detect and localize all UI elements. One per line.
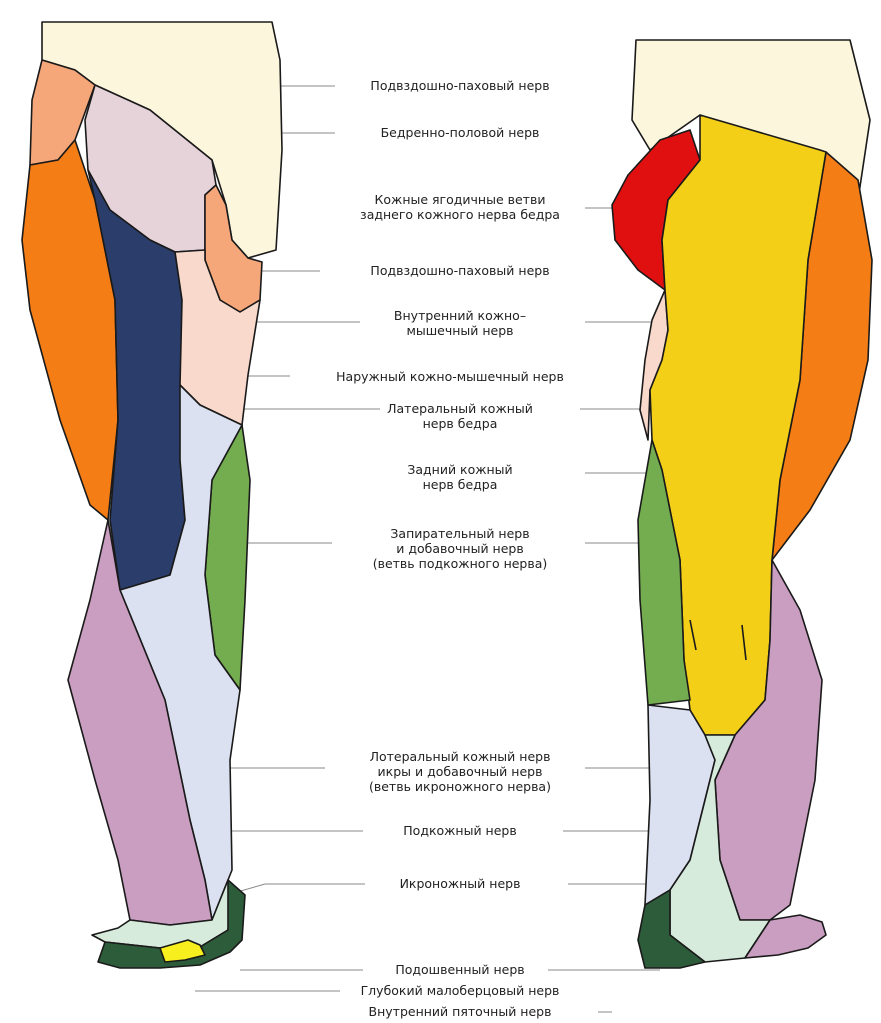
label-genitofemoral: Бедренно-половой нерв xyxy=(310,125,610,140)
label-medial-calcaneal: Внутренний пяточный нерв xyxy=(310,1004,610,1019)
label-lateral-femoral: Латеральный кожный нерв бедра xyxy=(310,401,610,431)
right-leg xyxy=(612,40,872,968)
label-deep-peroneal: Глубокий малоберцовый нерв xyxy=(310,983,610,998)
label-saphenous: Подкожный нерв xyxy=(310,823,610,838)
label-iliohypogastric-1: Подвздошно-паховый нерв xyxy=(310,78,610,93)
label-obturator: Запирательный нерв и добавочный нерв (ве… xyxy=(310,526,610,571)
left-leg xyxy=(22,22,282,968)
label-iliohypogastric-2: Подвздошно-паховый нерв xyxy=(310,263,610,278)
label-posterior-femoral: Задний кожный нерв бедра xyxy=(310,462,610,492)
label-sural: Икроножный нерв xyxy=(310,876,610,891)
label-external-cutaneous: Наружный кожно-мышечный нерв xyxy=(300,369,600,384)
label-medial-cutaneous: Внутренний кожно– мышечный нерв xyxy=(310,308,610,338)
label-plantar: Подошвенный нерв xyxy=(310,962,610,977)
label-lateral-sural: Лотеральный кожный нерв икры и добавочны… xyxy=(310,749,610,794)
label-gluteal: Кожные ягодичные ветви заднего кожного н… xyxy=(310,192,610,222)
